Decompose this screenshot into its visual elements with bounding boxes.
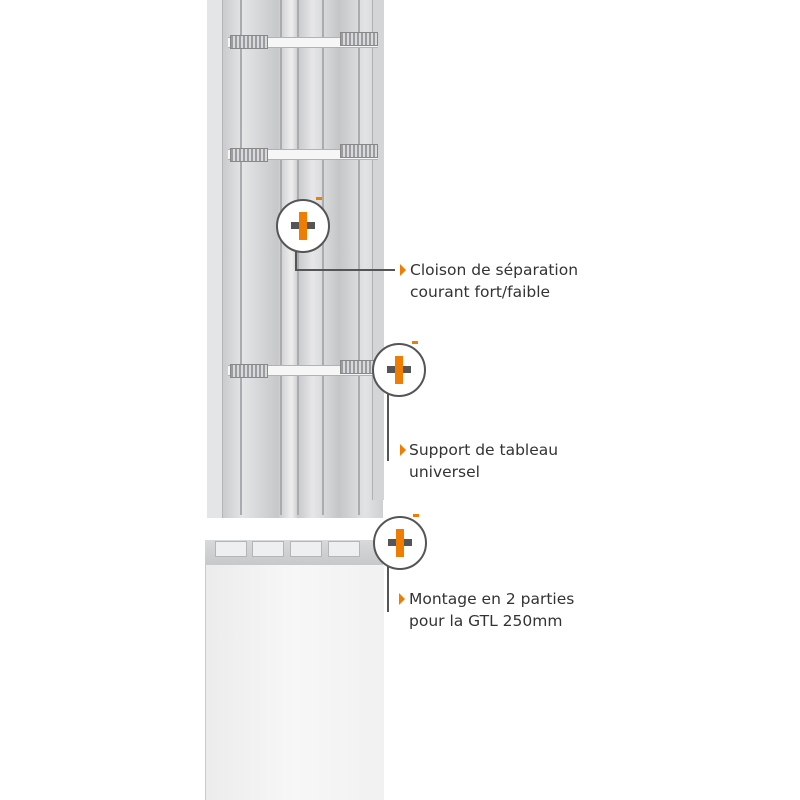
rib	[358, 0, 360, 515]
rail-clip	[230, 148, 268, 162]
callout-line	[295, 250, 297, 271]
separation-partition	[297, 0, 299, 515]
callout-text: pour la GTL 250mm	[409, 612, 563, 630]
rib	[280, 0, 282, 515]
callout-line	[295, 269, 395, 271]
panel-rail	[228, 149, 378, 160]
orange-arrow-icon	[400, 444, 406, 456]
rib	[322, 0, 324, 515]
callout-label-3: Montage en 2 parties pour la GTL 250mm	[409, 588, 574, 632]
hotspot-button-3[interactable]	[373, 514, 427, 570]
orange-arrow-icon	[399, 593, 405, 605]
rail-clip	[340, 32, 378, 46]
callout-label-2: Support de tableau universel	[409, 439, 558, 483]
hotspot-button-2[interactable]	[372, 341, 426, 397]
callout-text: Support de tableau	[409, 441, 559, 459]
plus-icon	[299, 212, 307, 240]
rib	[240, 0, 242, 515]
plus-icon	[395, 356, 403, 384]
rail-clip	[230, 35, 268, 49]
callout-label-1: Cloison de séparation courant fort/faible	[410, 259, 578, 303]
rail-clip	[230, 364, 268, 378]
lower-slot	[290, 541, 322, 557]
plus-icon	[396, 529, 404, 557]
lower-slot	[215, 541, 247, 557]
lower-slot	[252, 541, 284, 557]
callout-text: courant fort/faible	[410, 283, 551, 301]
callout-text: Cloison de séparation	[410, 261, 579, 279]
upper-right-edge	[372, 0, 384, 500]
callout-text: universel	[409, 463, 480, 481]
panel-rail	[228, 365, 378, 376]
upper-left-edge	[207, 0, 223, 518]
hotspot-button-1[interactable]	[276, 197, 330, 253]
orange-arrow-icon	[400, 264, 406, 276]
callout-line	[387, 393, 389, 461]
callout-line	[387, 566, 389, 612]
lower-slot	[328, 541, 360, 557]
gtl-lower-cover	[205, 565, 384, 800]
rail-clip	[340, 144, 378, 158]
callout-text: Montage en 2 parties	[409, 590, 575, 608]
panel-rail	[228, 37, 378, 48]
